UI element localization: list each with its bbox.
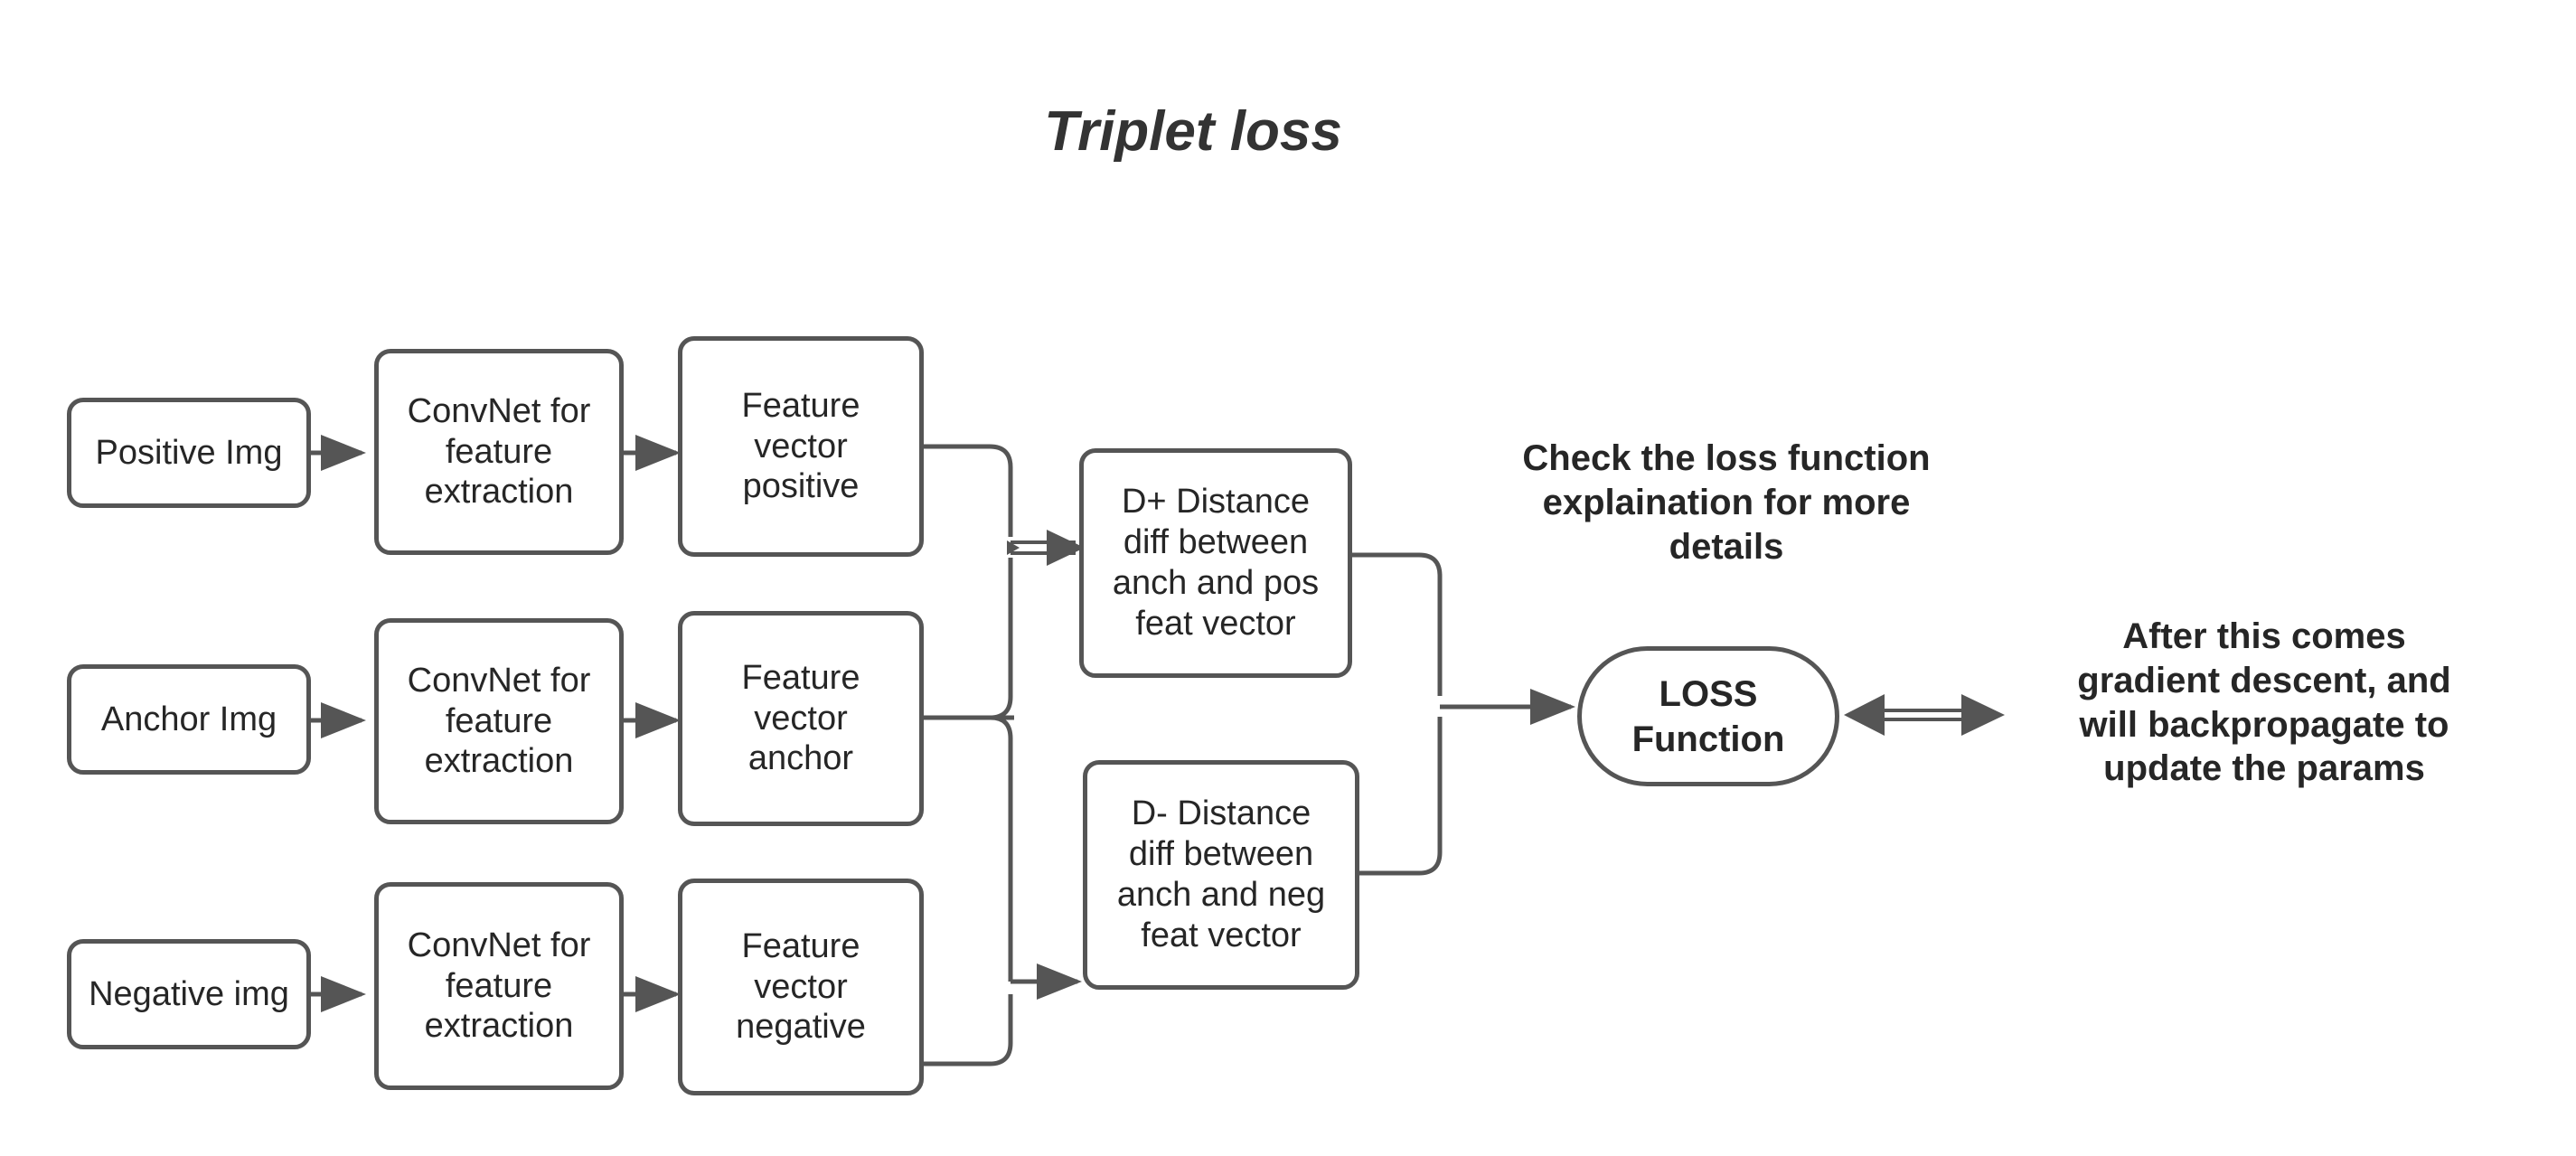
node-negative-img[interactable]: Negative img [67,939,311,1049]
node-loss-function-label: LOSS Function [1631,673,1785,759]
page-title: Triplet loss [1044,100,1342,163]
node-negative-img-label: Negative img [89,974,289,1013]
node-anchor-img-label: Anchor Img [100,700,277,738]
edge-featvec-anchor-to-dplus [924,558,1013,720]
node-loss-function[interactable]: LOSS Function [1577,646,1839,786]
node-featvec-positive[interactable]: Feature vector positive [678,336,924,557]
node-convnet-negative[interactable]: ConvNet for feature extraction [374,882,624,1090]
edge-featvec-positive-to-dplus [924,444,1013,537]
note-loss-explanation: Check the loss function explaination for… [1522,438,1931,567]
node-anchor-img[interactable]: Anchor Img [67,664,311,775]
edge-featvec-anchor-to-dminus [990,715,1014,982]
node-positive-img-label: Positive Img [95,433,283,472]
node-convnet-positive[interactable]: ConvNet for feature extraction [374,349,624,555]
node-featvec-anchor-label: Feature vector anchor [741,658,860,778]
note-backpropagation: After this comes gradient descent, and w… [2077,616,2451,789]
node-convnet-anchor[interactable]: ConvNet for feature extraction [374,618,624,824]
edge-dplus-to-loss [1351,552,1443,696]
node-distance-negative-label: D- Distance diff between anch and neg fe… [1116,794,1326,954]
node-featvec-anchor[interactable]: Feature vector anchor [678,611,924,826]
node-convnet-positive-label: ConvNet for feature extraction [407,391,591,512]
node-featvec-negative-label: Feature vector negative [736,926,866,1047]
edge-featvec-negative-to-dminus [924,994,1013,1067]
node-convnet-negative-label: ConvNet for feature extraction [407,926,591,1046]
edge-loss-backprop-bidirectional [1844,694,2005,736]
node-featvec-negative[interactable]: Feature vector negative [678,879,924,1095]
node-distance-negative[interactable]: D- Distance diff between anch and neg fe… [1083,760,1359,990]
node-featvec-positive-label: Feature vector positive [741,386,860,506]
node-distance-positive-label: D+ Distance diff between anch and pos fe… [1112,483,1320,643]
node-positive-img[interactable]: Positive Img [67,398,311,508]
node-distance-positive[interactable]: D+ Distance diff between anch and pos fe… [1079,448,1352,678]
edge-bus-to-dplus-box-hollow [1007,530,1085,566]
node-convnet-anchor-label: ConvNet for feature extraction [407,661,591,781]
edge-dminus-to-loss [1358,717,1443,876]
